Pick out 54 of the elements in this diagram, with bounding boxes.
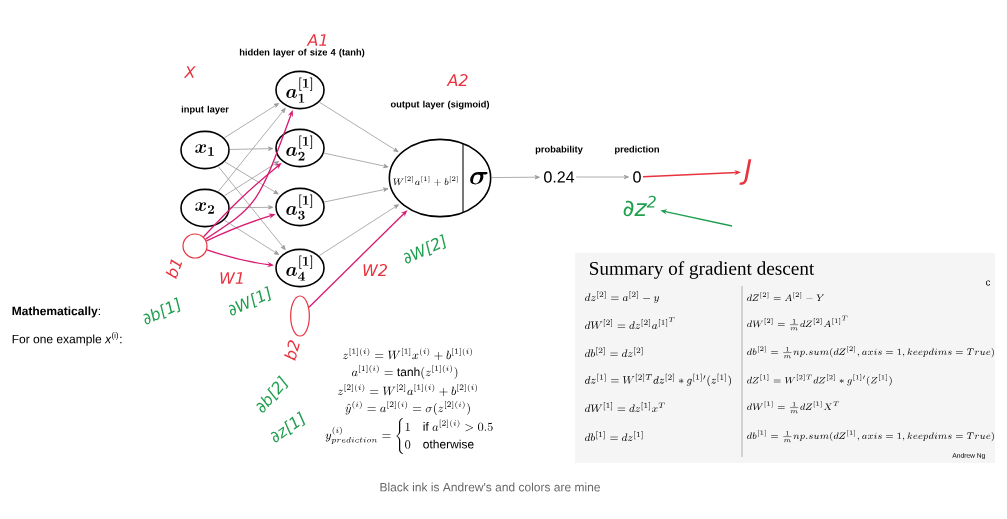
handwritten-note: W1 <box>220 272 243 284</box>
equation: $db^{[1]} = \frac{1}{m}np.sum(dZ^{[1]}, axis = 1, keepdims = True)$ <box>747 429 994 443</box>
equation: $dW^{[2]} = dz^{[2]}a^{[1]^T}$ <box>585 317 675 330</box>
equation: $db^{[2]} = dz^{[2]}$ <box>585 347 643 357</box>
handwritten-note: X <box>183 66 196 78</box>
equation: $z^{[2](i)} = W^{[2]}a^{[1](i)} + b^{[2](i)}$ <box>337 383 478 397</box>
text: Mathematically: <box>12 306 100 318</box>
arrow <box>318 204 399 257</box>
equation: $db^{[2]} = \frac{1}{m}np.sum(dZ^{[2]}, axis = 1, keepdims = True)$ <box>747 345 994 359</box>
panel-title: Summary of gradient descent <box>590 261 815 279</box>
handwritten-note: ∂z$^{2}$ <box>623 195 656 217</box>
sigma-symbol: $\sigma$ <box>470 171 488 185</box>
layer-label: input layer <box>181 105 229 115</box>
equation: $dW^{[1]} = dz^{[1]}x^T$ <box>585 402 665 413</box>
equation: $dz^{[2]} = a^{[2]} - y$ <box>585 291 660 304</box>
equation: $\hat{y}^{(i)} = a^{[2](i)} = \sigma(z^{[2](i)})$ <box>345 400 470 416</box>
equation: $dW^{[1]} = \frac{1}{m}dZ^{[1]}X^T$ <box>747 400 839 414</box>
arrow <box>204 110 293 240</box>
heading: prediction <box>615 145 659 155</box>
equation: $db^{[1]} = dz^{[1]}$ <box>585 431 643 441</box>
handwritten-note: J <box>739 159 752 185</box>
arrow <box>323 187 389 203</box>
value-text: 0 <box>633 171 641 183</box>
handwritten-note: A1 <box>306 34 327 46</box>
equation: $a^{[1](i)} = \tanh(z^{[1](i)})$ <box>351 364 458 380</box>
layer-label: output layer (sigmoid) <box>390 100 490 110</box>
formula: $W^{[2]}a^{[1]}+b^{[2]}$ <box>393 175 458 187</box>
arrow <box>642 169 741 178</box>
arrow <box>223 103 280 139</box>
equation: $dZ^{[1]} = W^{[2]T}dZ^{[2]} * g^{[1]\prime}(Z^{[1]})$ <box>747 374 892 386</box>
equation: $z^{[1](i)} = W^{[1]}x^{(i)} + b^{[1](i)}$ <box>342 347 473 361</box>
equation: $dz^{[1]} = W^{[2]T}dz^{[2]} * g^{[1]\prime}(z^{[1]})$ <box>585 373 731 387</box>
arrow <box>491 175 540 180</box>
arrow <box>575 174 629 180</box>
arrow <box>217 166 286 251</box>
arrow <box>229 146 274 151</box>
handwritten-note: A2 <box>446 74 468 86</box>
caption: Black ink is Andrew's and colors are mine <box>380 482 600 492</box>
layer-label: hidden layer of size 4 (tanh) <box>239 48 365 58</box>
equation: $dW^{[2]} = \frac{1}{m}dZ^{[2]}A^{[1]^T}$ <box>747 315 848 331</box>
arrow <box>223 219 280 255</box>
value-text: 0.24 <box>544 171 575 183</box>
handwritten-note: W2 <box>363 264 387 276</box>
arrow <box>217 107 286 192</box>
equation: $y^{(i)}_{prediction} = \begin{cases} 1 & \text{if } a^{[2](i)} > 0.5 \\ 0 & \text{otherwise} \end{cases}$ <box>325 418 493 454</box>
handwritten-note: b2 <box>284 340 300 361</box>
arrow <box>229 205 274 210</box>
arrow <box>323 152 389 169</box>
text: For one example x$^{(i)}$: <box>12 332 122 346</box>
heading: probability <box>535 145 583 155</box>
text: c <box>986 280 991 286</box>
handwritten-note: b1 <box>165 259 183 280</box>
arrow <box>318 101 399 153</box>
equation: $dZ^{[2]} = A^{[2]} - Y$ <box>747 291 825 302</box>
